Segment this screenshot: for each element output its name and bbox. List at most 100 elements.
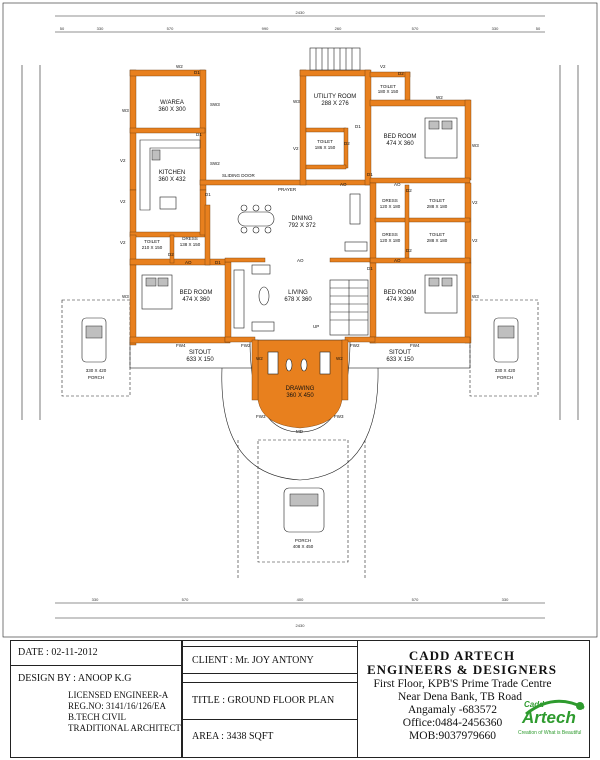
- room-drawing-size: 360 X 450: [286, 393, 314, 399]
- tag-fw3-w: FW3: [256, 414, 266, 419]
- tag-v2-toilet-w: V2: [120, 240, 126, 245]
- top-seg-2: 330: [97, 26, 104, 31]
- room-labels: W/AREA 360 X 300 KITCHEN 360 X 432 UTILI…: [142, 84, 448, 399]
- logo-tagline: Creation of What is Beautiful: [518, 730, 582, 736]
- plan-title-text: TITLE : GROUND FLOOR PLAN: [192, 695, 335, 706]
- bottom-seg-3: 400: [297, 597, 304, 602]
- top-dimensions: 2430 50 330 570 990 260 570 330 50: [55, 10, 545, 33]
- tag-sw2: SW2: [210, 161, 220, 166]
- tag-v2-top: V2: [380, 64, 386, 69]
- tag-d1-ne: D1: [367, 172, 373, 177]
- room-dress-e1-size: 120 X 180: [380, 204, 401, 209]
- tag-d2-utility: D2: [344, 141, 350, 146]
- room-utility-name: UTILITY ROOM: [314, 94, 357, 100]
- tag-sw3: SW3: [210, 102, 220, 107]
- room-warea-name: W/AREA: [160, 100, 184, 106]
- room-dress-e2-size: 120 X 180: [380, 238, 401, 243]
- tag-w3-utility: W3: [293, 99, 300, 104]
- tag-d1-bed-w: D1: [215, 260, 221, 265]
- top-seg-1: 50: [60, 26, 65, 31]
- room-drawing-name: DRAWING: [286, 386, 315, 392]
- tag-d1-west: D1: [205, 192, 211, 197]
- living-sofa: [233, 264, 275, 332]
- licensed-text: LICENSED ENGINEER-A: [68, 690, 169, 700]
- logo-swoosh-icon: [525, 699, 585, 716]
- room-living-size: 678 X 360: [284, 297, 312, 303]
- tag-v2-west: V2: [120, 199, 126, 204]
- room-toilet-util-name: TOILET: [317, 139, 333, 144]
- tag-w3-bed-ne: W3: [472, 143, 479, 148]
- room-toilet-e2-size: 288 X 180: [427, 238, 448, 243]
- title-date-row: [10, 640, 182, 666]
- walls: [129, 69, 472, 401]
- bottom-total-dim: 2430: [296, 623, 306, 628]
- porch-main-size: 408 X 450: [293, 544, 314, 549]
- room-kitchen-size: 360 X 432: [158, 177, 186, 183]
- address-line3: Angamaly -683572: [407, 704, 498, 716]
- bed-west: [141, 274, 173, 310]
- room-warea-size: 360 X 300: [158, 107, 186, 113]
- tag-sliding-door: SLIDING DOOR: [222, 173, 256, 178]
- room-sitout-e-size: 633 X 150: [386, 357, 414, 363]
- tag-md: MD: [296, 429, 304, 434]
- main-stair: [329, 279, 369, 336]
- kitchen-counter: [139, 139, 201, 211]
- bed-ne: [424, 117, 458, 159]
- utility-stair: [309, 47, 361, 71]
- mobile-phone: MOB:9037979660: [409, 730, 496, 742]
- room-toilet-top-size: 180 X 150: [378, 89, 399, 94]
- room-toilet-e1-name: TOILET: [429, 198, 445, 203]
- bottom-seg-1: 330: [92, 597, 99, 602]
- address-line2: Near Dena Bank, TB Road: [397, 691, 523, 703]
- tag-ao-living: AO: [297, 258, 304, 263]
- room-sitout-w-size: 633 X 150: [186, 357, 214, 363]
- tag-d2-e1: D2: [406, 188, 412, 193]
- office-phone: Office:0484-2456360: [402, 717, 503, 729]
- top-seg-6: 570: [412, 26, 419, 31]
- tag-ao-e2: AO: [394, 258, 401, 263]
- tag-fw4-e: FW4: [410, 343, 420, 348]
- porch-e-name: PORCH: [497, 375, 513, 380]
- porch-main: PORCH 408 X 450: [237, 439, 366, 580]
- bottom-seg-2: 570: [182, 597, 189, 602]
- top-seg-7: 330: [492, 26, 499, 31]
- bottom-dimensions: 330 570 400 570 330 2430: [55, 597, 545, 628]
- top-seg-3: 570: [167, 26, 174, 31]
- top-seg-8: 50: [536, 26, 541, 31]
- room-living-name: LIVING: [288, 290, 308, 296]
- company-logo: Cadd Artech Creation of What is Beautifu…: [518, 692, 590, 744]
- room-bed-se-size: 474 X 360: [386, 297, 414, 303]
- dining-table: [237, 204, 275, 234]
- client-text: CLIENT : Mr. JOY ANTONY: [192, 655, 314, 666]
- floor-plan: 2430 50 330 570 990 260 570 330 50 330 5…: [2, 2, 598, 638]
- tag-v2-e1: V2: [472, 200, 478, 205]
- room-toilet-e2-name: TOILET: [429, 232, 445, 237]
- side-dimensions: [21, 65, 579, 420]
- porch-e-size: 330 X 420: [495, 368, 516, 373]
- room-toilet-top-name: TOILET: [380, 84, 396, 89]
- room-bed-ne-size: 474 X 360: [386, 141, 414, 147]
- tag-d1-kitchen: D1: [196, 132, 202, 137]
- date-text: DATE : 02-11-2012: [18, 647, 98, 658]
- company-subtitle: ENGINEERS & DESIGNERS: [366, 662, 558, 677]
- room-dining-name: DINING: [292, 216, 313, 222]
- room-dress-w-name: DRESS: [182, 236, 198, 241]
- tag-up: UP: [313, 324, 319, 329]
- tag-fw2-e: FW2: [350, 343, 360, 348]
- tag-ao-e1: AO: [394, 182, 401, 187]
- room-bed-w-name: BED ROOM: [180, 290, 213, 296]
- tag-d2-toilet-w: D2: [168, 252, 174, 257]
- tag-w2-drawing-e: W2: [336, 356, 343, 361]
- traditional-text: TRADITIONAL ARCHITECT: [68, 723, 181, 733]
- room-dining-size: 792 X 372: [288, 223, 316, 229]
- tag-prayer: PRAYER: [278, 187, 297, 192]
- tag-d1-utility: D1: [355, 124, 361, 129]
- top-seg-5: 260: [335, 26, 342, 31]
- room-dress-w-size: 138 X 150: [180, 242, 201, 247]
- tag-d1-se: D1: [367, 266, 373, 271]
- title-mid-row1: [182, 646, 358, 674]
- tag-fw4-w: FW4: [176, 343, 186, 348]
- top-total-dim: 2430: [296, 10, 306, 15]
- sheet-border: [2, 2, 598, 638]
- top-seg-4: 990: [262, 26, 269, 31]
